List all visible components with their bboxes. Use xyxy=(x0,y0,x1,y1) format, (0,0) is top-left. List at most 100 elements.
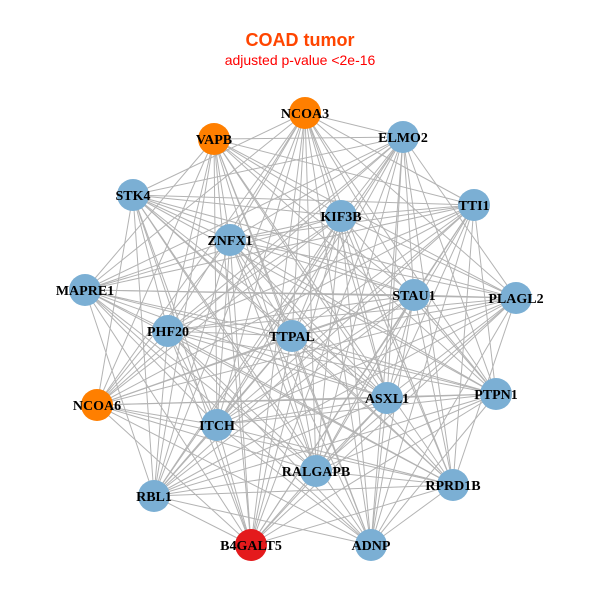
edge-RPRD1B-B4GALT5 xyxy=(250,484,454,546)
chart-title: COAD tumor xyxy=(245,30,355,50)
edge-TTI1-RPRD1B xyxy=(452,204,475,486)
edge-ELMO2-PTPN1 xyxy=(402,136,497,395)
node-label: STK4 xyxy=(115,189,150,204)
node-circle xyxy=(152,315,184,347)
node-label: STAU1 xyxy=(392,289,435,304)
edge-RBL1-ADNP xyxy=(153,495,372,546)
node-circle xyxy=(214,224,246,256)
edge-ITCH-RPRD1B xyxy=(216,424,454,486)
edge-VAPB-PLAGL2 xyxy=(213,138,517,299)
edge-TTI1-MAPRE1 xyxy=(84,204,475,291)
edge-KIF3B-RALGAPB xyxy=(315,215,342,472)
edge-KIF3B-ASXL1 xyxy=(340,215,388,399)
edge-STAU1-PLAGL2 xyxy=(413,294,517,299)
node-circle xyxy=(480,378,512,410)
node-MAPRE1: MAPRE1 xyxy=(56,274,114,306)
edge-KIF3B-ADNP xyxy=(340,215,372,546)
edge-ASXL1-RBL1 xyxy=(153,397,388,497)
edge-MAPRE1-TTPAL xyxy=(84,289,293,337)
edge-ELMO2-KIF3B xyxy=(340,136,404,217)
edge-MAPRE1-RBL1 xyxy=(84,289,155,497)
edge-TTPAL-PTPN1 xyxy=(291,335,497,395)
edge-PLAGL2-ADNP xyxy=(370,297,517,546)
node-ITCH: ITCH xyxy=(199,409,235,441)
edge-NCOA3-NCOA6 xyxy=(96,112,306,406)
edge-STK4-PLAGL2 xyxy=(132,194,517,299)
edge-STK4-RBL1 xyxy=(132,194,155,497)
edge-PHF20-ITCH xyxy=(167,330,218,426)
node-label: VAPB xyxy=(196,133,232,148)
node-label: NCOA3 xyxy=(281,107,329,122)
edge-RALGAPB-RBL1 xyxy=(153,470,317,497)
edge-MAPRE1-B4GALT5 xyxy=(84,289,252,546)
edge-PLAGL2-PHF20 xyxy=(167,297,517,332)
edge-ELMO2-TTPAL xyxy=(291,136,404,337)
edge-ELMO2-ZNFX1 xyxy=(229,136,404,241)
node-PTPN1: PTPN1 xyxy=(474,378,518,410)
node-ADNP: ADNP xyxy=(352,529,391,561)
edge-STK4-B4GALT5 xyxy=(132,194,252,546)
edge-VAPB-ELMO2 xyxy=(213,136,404,140)
edge-ELMO2-PHF20 xyxy=(167,136,404,332)
edge-STK4-STAU1 xyxy=(132,194,415,296)
edge-PTPN1-RBL1 xyxy=(153,393,497,497)
edge-KIF3B-NCOA6 xyxy=(96,215,342,406)
edge-PLAGL2-NCOA6 xyxy=(96,297,517,406)
edge-ZNFX1-RALGAPB xyxy=(229,239,317,472)
node-ASXL1: ASXL1 xyxy=(365,382,409,414)
edge-VAPB-PHF20 xyxy=(167,138,215,332)
edge-ZNFX1-PLAGL2 xyxy=(229,239,517,299)
edge-PHF20-TTPAL xyxy=(167,330,293,337)
node-B4GALT5: B4GALT5 xyxy=(220,529,282,561)
edge-STAU1-ADNP xyxy=(370,294,415,546)
node-NCOA6: NCOA6 xyxy=(73,389,121,421)
edge-ZNFX1-ASXL1 xyxy=(229,239,388,399)
node-KIF3B: KIF3B xyxy=(320,200,362,232)
edge-PLAGL2-B4GALT5 xyxy=(250,297,517,546)
edge-PTPN1-B4GALT5 xyxy=(250,393,497,546)
edge-ITCH-B4GALT5 xyxy=(216,424,252,546)
edge-ELMO2-STAU1 xyxy=(402,136,415,296)
edge-ZNFX1-MAPRE1 xyxy=(84,239,231,291)
node-circle xyxy=(117,179,149,211)
node-PHF20: PHF20 xyxy=(147,315,189,347)
edge-ZNFX1-B4GALT5 xyxy=(229,239,252,546)
edge-RPRD1B-RBL1 xyxy=(153,484,454,497)
edge-KIF3B-B4GALT5 xyxy=(250,215,342,546)
edge-NCOA3-ZNFX1 xyxy=(229,112,306,241)
node-label: PLAGL2 xyxy=(488,292,543,307)
node-circle xyxy=(276,320,308,352)
node-RBL1: RBL1 xyxy=(136,480,172,512)
node-TTI1: TTI1 xyxy=(458,189,490,221)
edge-ELMO2-RALGAPB xyxy=(315,136,404,472)
edge-ITCH-ADNP xyxy=(216,424,372,546)
edge-PLAGL2-TTPAL xyxy=(291,297,517,337)
edge-VAPB-ZNFX1 xyxy=(213,138,231,241)
edge-VAPB-NCOA6 xyxy=(96,138,215,406)
edge-ZNFX1-STAU1 xyxy=(229,239,415,296)
edge-KIF3B-RPRD1B xyxy=(340,215,454,486)
edge-STK4-KIF3B xyxy=(132,194,342,217)
edge-ASXL1-PTPN1 xyxy=(386,393,497,399)
node-circle xyxy=(300,455,332,487)
node-NCOA3: NCOA3 xyxy=(281,97,329,129)
node-RPRD1B: RPRD1B xyxy=(425,469,481,501)
edge-ZNFX1-RPRD1B xyxy=(229,239,454,486)
node-label: RALGAPB xyxy=(282,465,350,480)
node-circle xyxy=(371,382,403,414)
node-label: B4GALT5 xyxy=(220,539,282,554)
edge-KIF3B-ZNFX1 xyxy=(229,215,342,241)
node-circle xyxy=(81,389,113,421)
edge-STAU1-PTPN1 xyxy=(413,294,497,395)
node-label: PTPN1 xyxy=(474,388,518,403)
edge-KIF3B-PLAGL2 xyxy=(340,215,517,299)
node-circle xyxy=(235,529,267,561)
node-label: ZNFX1 xyxy=(207,234,252,249)
edge-PTPN1-ITCH xyxy=(216,393,497,426)
edge-ELMO2-ITCH xyxy=(216,136,404,426)
edge-PHF20-RPRD1B xyxy=(167,330,454,486)
node-TTPAL: TTPAL xyxy=(269,320,315,352)
node-STAU1: STAU1 xyxy=(392,279,436,311)
